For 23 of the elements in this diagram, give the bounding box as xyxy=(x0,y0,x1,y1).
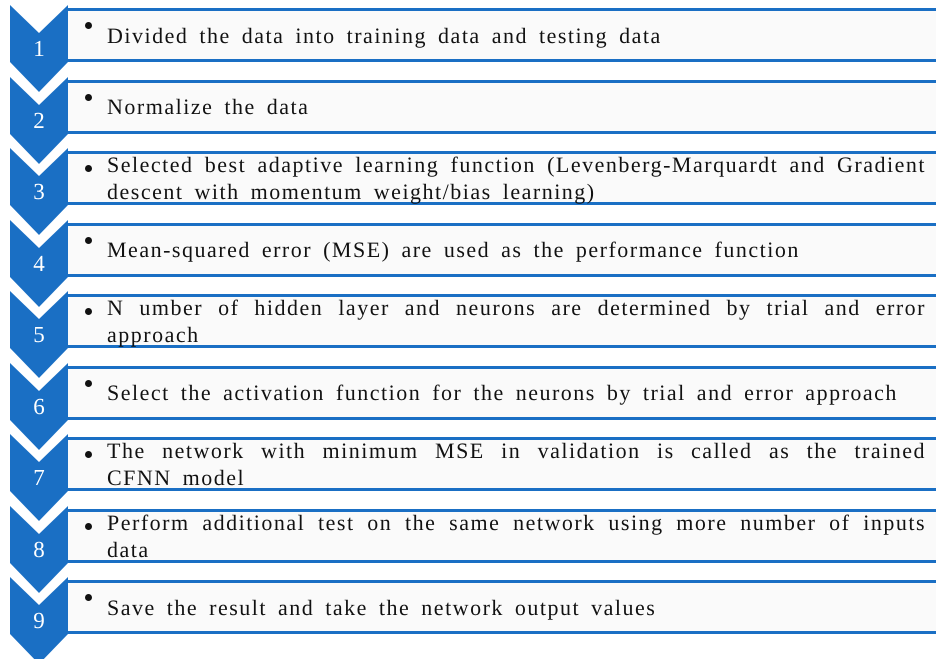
step-text: Divided the data into training data and testing data xyxy=(107,22,663,48)
step-number: 9 xyxy=(32,607,46,635)
step-number: 2 xyxy=(32,106,46,134)
step-number: 5 xyxy=(32,321,46,349)
step-text: Save the result and take the network output values xyxy=(107,594,658,620)
step-box xyxy=(68,222,936,276)
step-number: 1 xyxy=(32,35,46,63)
step-text: Selected best adaptive learning function (Levenberg-Marquardt and Gradient descent with momentum weight/bias learning) xyxy=(107,151,926,205)
step-number: 7 xyxy=(32,464,46,492)
step-number: 4 xyxy=(32,250,46,278)
step-text: Normalize the data xyxy=(107,93,310,120)
step-number: 8 xyxy=(32,536,46,564)
step-box xyxy=(68,366,936,420)
step-number: 6 xyxy=(32,392,46,420)
step-text: Select the activation function for the neurons by trial and error approach xyxy=(107,379,899,406)
step-text: The network with minimum MSE in validation is called as the trained CFNN model xyxy=(107,437,926,491)
step-text: Mean-squared error (MSE) are used as the performance function xyxy=(107,236,801,263)
step-number: 3 xyxy=(32,178,46,206)
step-text: N umber of hidden layer and neurons are determined by trial and error approach xyxy=(107,294,926,348)
step-text: Perform additional test on the same network using more number of inputs data xyxy=(107,508,926,562)
step-box xyxy=(68,8,936,62)
step-box xyxy=(68,580,936,634)
step-box xyxy=(68,80,936,134)
